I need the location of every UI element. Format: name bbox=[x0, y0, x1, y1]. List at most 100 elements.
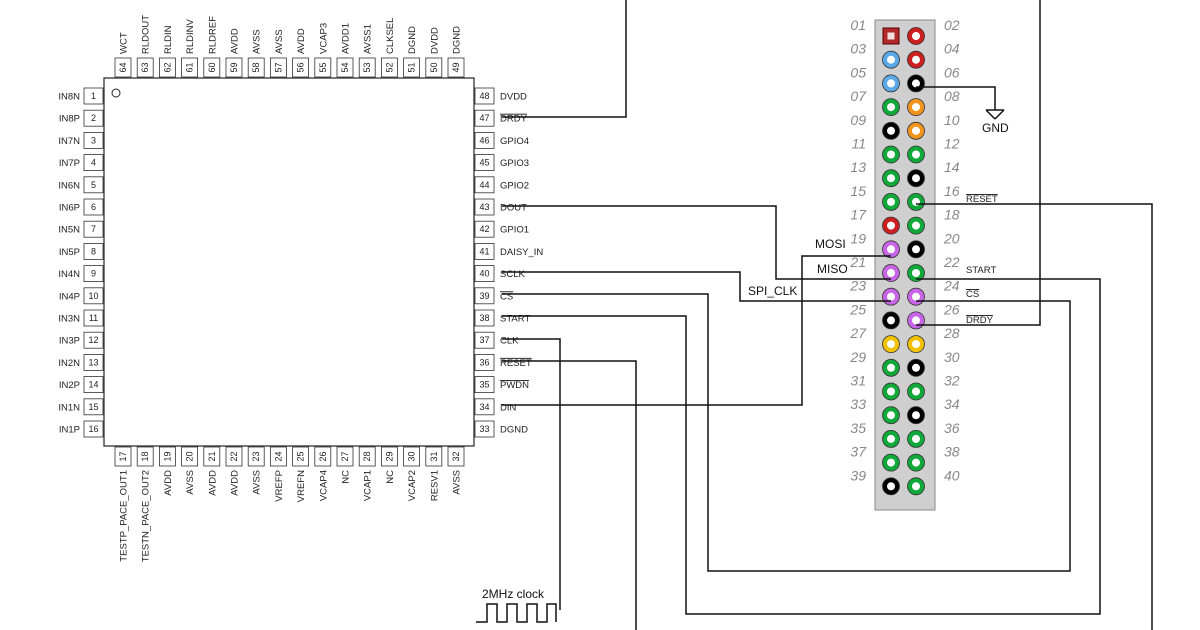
chip-pin-box-bottom bbox=[247, 446, 265, 467]
header-pin-number-even: 40 bbox=[944, 467, 960, 483]
header-pin-hole bbox=[887, 340, 895, 349]
chip-pin-label: TESTN_PACE_OUT2 bbox=[141, 470, 152, 562]
chip-pin-box-right bbox=[474, 309, 495, 327]
chip-pin-label: TESTP_PACE_OUT1 bbox=[119, 470, 130, 562]
chip-pin-number: 61 bbox=[185, 62, 195, 72]
header-pin-number-odd: 39 bbox=[850, 467, 866, 483]
header-pin-hole bbox=[887, 245, 895, 254]
chip-pin-label: IN2N bbox=[58, 358, 80, 369]
chip-pin-number: 50 bbox=[429, 62, 439, 72]
chip-pin-label: CLKSEL bbox=[385, 18, 396, 54]
chip-pin-label: START bbox=[500, 314, 530, 325]
chip-pin-label: IN3P bbox=[59, 336, 80, 347]
chip-pin-number: 32 bbox=[451, 451, 461, 461]
header-pin-hole bbox=[912, 79, 920, 88]
chip-pin-label: IN4P bbox=[59, 291, 80, 302]
chip-pin-number: 39 bbox=[479, 291, 489, 301]
chip-pin-label: AVSS bbox=[252, 470, 263, 495]
header-pin-hole bbox=[887, 197, 895, 206]
chip-pin-label: DRDY bbox=[500, 114, 528, 125]
header-pin-number-odd: 07 bbox=[850, 88, 867, 104]
chip-pin-number: 5 bbox=[91, 180, 96, 190]
chip-pin-box-top bbox=[447, 57, 465, 78]
chip-pin-box-right bbox=[474, 242, 495, 260]
chip-pin-box-right bbox=[474, 198, 495, 216]
start-signal-label: START bbox=[966, 265, 996, 276]
wire-drdy-header bbox=[916, 0, 1041, 326]
header-pin-number-even: 06 bbox=[944, 64, 960, 80]
chip-pin-label: DVDD bbox=[500, 92, 527, 103]
chip-pin-box-left bbox=[83, 398, 104, 416]
chip-pin-box-left bbox=[83, 265, 104, 283]
chip-pin-box-right bbox=[474, 220, 495, 238]
chip-pin-box-left bbox=[83, 353, 104, 371]
chip-pin-box-left bbox=[83, 376, 104, 394]
chip-pin-label: IN6N bbox=[58, 180, 80, 191]
header-pin-hole bbox=[912, 174, 920, 183]
header-pin-hole bbox=[887, 55, 895, 64]
header-pin-hole bbox=[912, 363, 920, 372]
chip-pin-number: 13 bbox=[88, 357, 98, 367]
chip-pin-label: VCAP4 bbox=[318, 470, 329, 501]
chip-pin-number: 34 bbox=[479, 402, 489, 412]
cs-signal-label: CS bbox=[966, 289, 979, 300]
header-pin-number-odd: 33 bbox=[850, 396, 866, 412]
clock-label: 2MHz clock bbox=[482, 587, 545, 601]
header-pin-number-odd: 01 bbox=[850, 17, 866, 33]
ground-icon bbox=[985, 109, 1005, 120]
chip-pin-label: RLDIN bbox=[163, 25, 174, 54]
wire-cs bbox=[502, 293, 1071, 572]
chip-pin-label: DOUT bbox=[500, 203, 527, 214]
chip-pin-number: 44 bbox=[479, 180, 489, 190]
wire-start bbox=[502, 278, 1101, 615]
chip-pin-box-right bbox=[474, 420, 495, 438]
chip-pin-box-right bbox=[474, 109, 495, 127]
chip-pin-number: 37 bbox=[479, 335, 489, 345]
chip-pin-label: RLDINV bbox=[185, 18, 196, 54]
chip-pin-box-bottom bbox=[336, 446, 354, 467]
chip-pin-box-top bbox=[403, 57, 421, 78]
chip-pin-label: IN5N bbox=[58, 225, 80, 236]
ads1298-chip-body bbox=[103, 77, 475, 447]
chip-pin-number: 36 bbox=[479, 357, 489, 367]
chip-pin-label: PWDN bbox=[500, 380, 529, 391]
header-pin-hole bbox=[912, 126, 920, 135]
header-pin-number-odd: 25 bbox=[849, 301, 866, 317]
header-pin-hole bbox=[887, 126, 895, 135]
header-pin-hole bbox=[912, 316, 920, 325]
chip-pin-number: 60 bbox=[207, 62, 217, 72]
chip-pin-number: 2 bbox=[91, 113, 96, 123]
chip-pin-label: AVDD bbox=[296, 28, 307, 54]
chip-pin-label: NC bbox=[385, 470, 396, 484]
spi-clk-label: SPI_CLK bbox=[748, 284, 797, 298]
header-pin-number-even: 10 bbox=[944, 112, 960, 128]
chip-pin-number: 56 bbox=[296, 62, 306, 72]
chip-pin-box-right bbox=[474, 398, 495, 416]
drdy-signal-label: DRDY bbox=[966, 315, 994, 326]
chip-pin-label: IN7P bbox=[59, 158, 80, 169]
chip-pin-number: 23 bbox=[251, 451, 261, 461]
chip-pin-number: 15 bbox=[88, 402, 98, 412]
chip-pin-label: AVSS bbox=[185, 470, 196, 495]
header-pin-number-even: 22 bbox=[943, 254, 960, 270]
chip-pin-number: 14 bbox=[88, 380, 98, 390]
header-pin-hole bbox=[887, 103, 895, 112]
chip-pin-number: 46 bbox=[479, 135, 489, 145]
header-pin-hole bbox=[912, 387, 920, 396]
chip-pin-number: 9 bbox=[91, 269, 96, 279]
chip-pin-number: 19 bbox=[162, 451, 172, 461]
header-pin-hole bbox=[887, 150, 895, 159]
chip-pin-number: 16 bbox=[88, 424, 98, 434]
chip-pin-label: AVDD bbox=[230, 28, 241, 54]
wire-clk bbox=[502, 338, 561, 610]
chip-pins: 1IN8N2IN8P3IN7N4IN7P5IN6N6IN6P7IN5N8IN5P… bbox=[58, 15, 543, 562]
chip-pin-label: CS bbox=[500, 291, 513, 302]
header-pin-number-even: 02 bbox=[944, 17, 960, 33]
chip-pin-number: 31 bbox=[429, 451, 439, 461]
header-pin-number-odd: 17 bbox=[850, 207, 867, 223]
header-pin-hole bbox=[887, 32, 895, 40]
header-pin-number-odd: 21 bbox=[849, 254, 866, 270]
header-pin-hole bbox=[912, 245, 920, 254]
chip-pin-number: 6 bbox=[91, 202, 96, 212]
wire-reset-chip bbox=[502, 360, 637, 630]
